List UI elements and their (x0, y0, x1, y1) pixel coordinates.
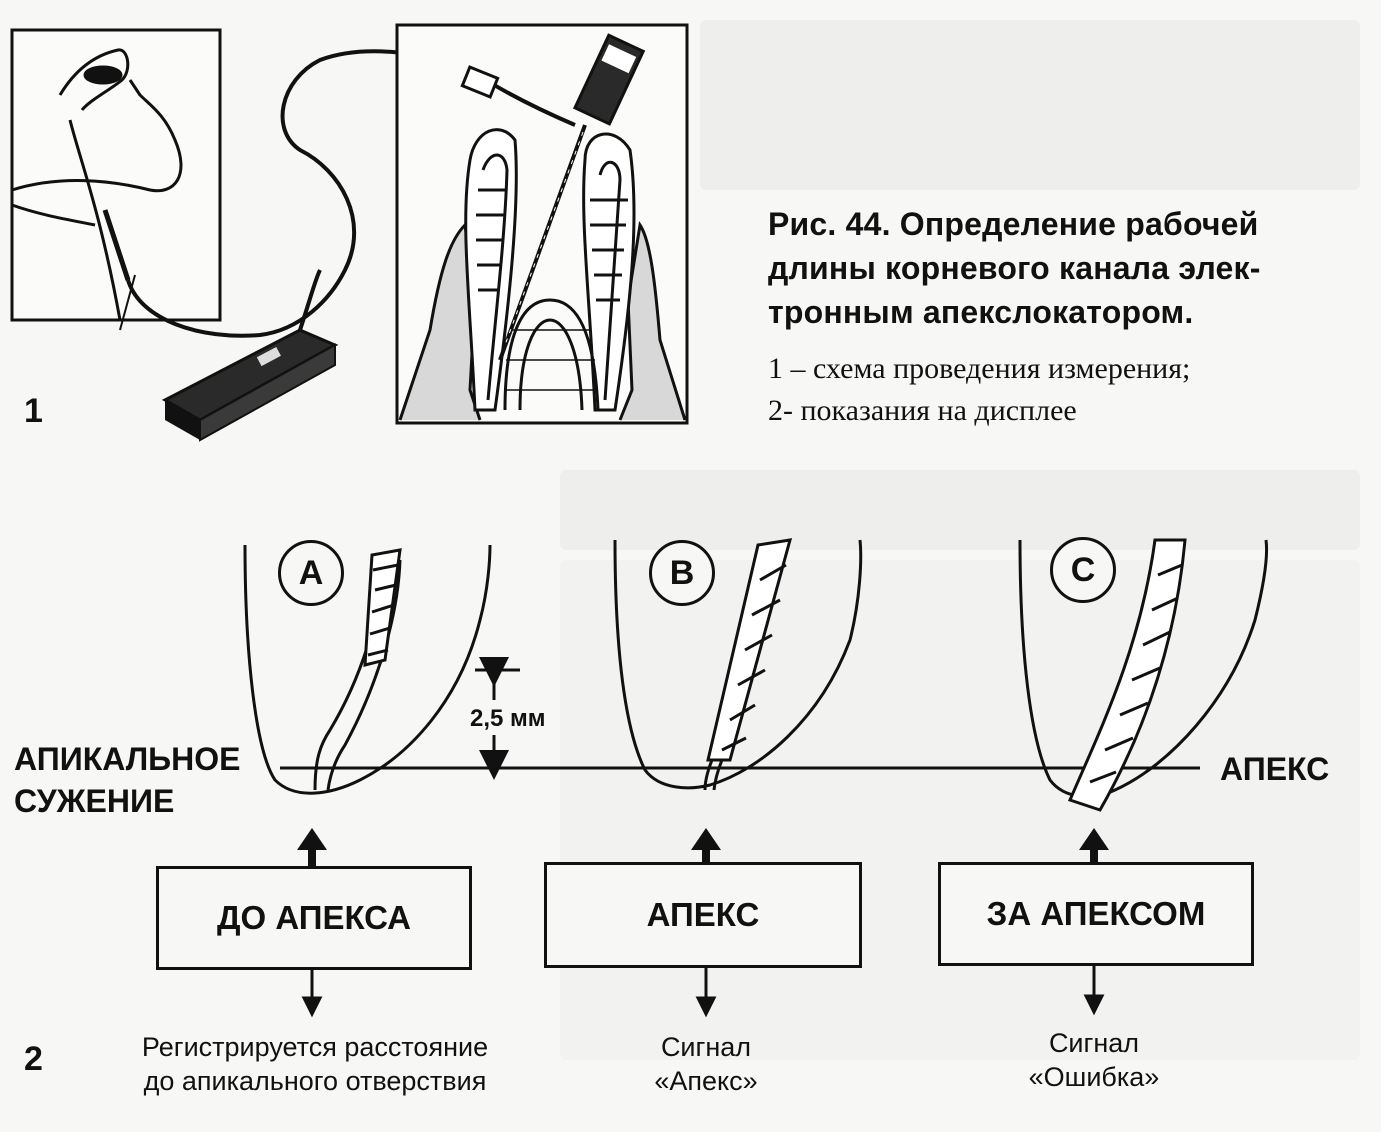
hand-illustration (11, 48, 183, 331)
file-c (1067, 538, 1187, 812)
caption-item-2: 2- показания на дисплее (768, 394, 1077, 427)
caption-title-line-1: Рис. 44. Определение рабочей (768, 206, 1259, 242)
dimension-label: 2,5 мм (470, 705, 546, 732)
note-b-line-2: «Апекс» (654, 1066, 758, 1096)
file-a (363, 548, 402, 667)
apical-constriction-label: АПИКАЛЬНОЕ СУЖЕНИЕ (14, 738, 241, 822)
apical-label-line-2: СУЖЕНИЕ (14, 783, 175, 819)
file-clip (460, 65, 500, 99)
apical-label-line-1: АПИКАЛЬНОЕ (14, 741, 241, 777)
endodontic-file (498, 33, 646, 361)
figure-caption: Рис. 44. Определение рабочей длины корне… (768, 202, 1368, 432)
note-a-line-2: до апикального отверствия (143, 1066, 487, 1096)
stage-b-badge: B (649, 540, 715, 606)
arrows-down (301, 965, 1105, 1018)
panel-label-1: 1 (24, 392, 43, 430)
dimension-marker (475, 657, 520, 780)
stage-a-badge: A (278, 540, 344, 606)
panel-label-2: 2 (24, 1040, 43, 1078)
apex-label: АПЕКС (1220, 751, 1330, 787)
caption-item-1: 1 – схема проведения измерения; (768, 352, 1191, 385)
readout-apex: АПЕКС (544, 862, 862, 968)
readout-before-apex: ДО АПЕКСА (156, 866, 472, 970)
note-before-apex: Регистрируется расстояние до апикального… (100, 1030, 530, 1098)
note-a-line-1: Регистрируется расстояние (141, 1032, 489, 1062)
tooth-cross-section (398, 128, 687, 421)
note-c-line-1: Сигнал (1048, 1028, 1140, 1058)
note-past-apex: Сигнал «Ошибка» (994, 1026, 1194, 1094)
note-b-line-1: Сигнал (660, 1032, 752, 1062)
cable-hand (126, 49, 471, 338)
file-b (706, 538, 793, 762)
caption-title-line-3: тронным апекслокатором. (768, 294, 1194, 330)
stage-c-badge: C (1050, 537, 1116, 603)
note-apex: Сигнал «Апекс» (606, 1030, 806, 1098)
caption-title-line-2: длины корневого канала элек- (768, 250, 1261, 286)
apex-locator-device (161, 269, 339, 442)
note-c-line-2: «Ошибка» (1028, 1062, 1160, 1092)
arrows-up (297, 828, 1109, 868)
readout-past-apex: ЗА АПЕКСОМ (938, 862, 1254, 966)
